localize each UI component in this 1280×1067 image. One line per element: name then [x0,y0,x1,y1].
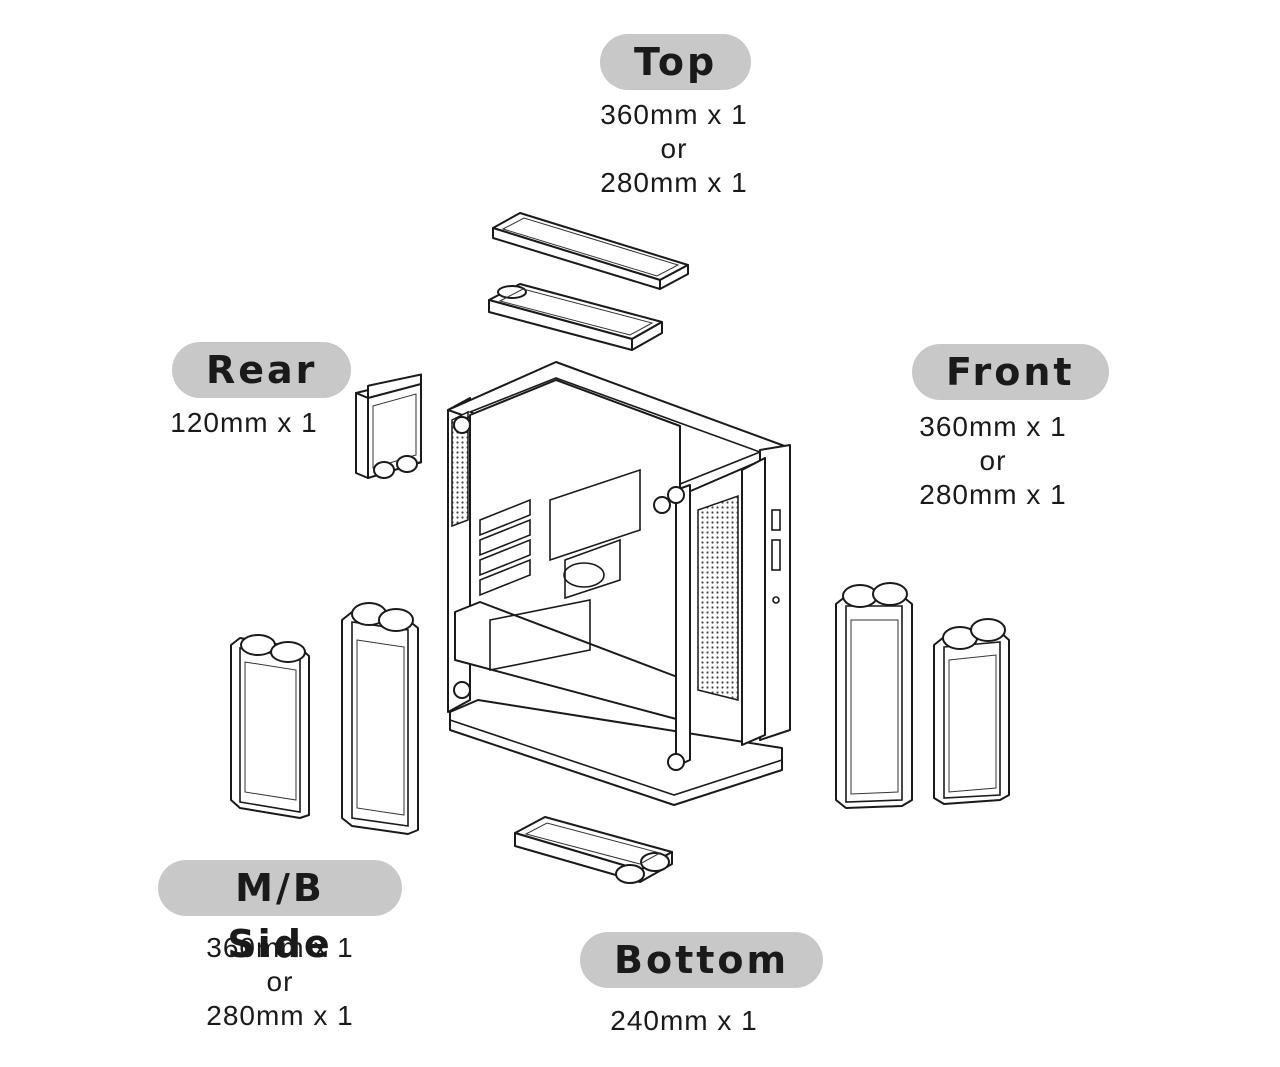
bottom-label: Bottom [580,932,824,988]
bottom-title: Bottom [580,932,824,988]
top-spec-line: 280mm x 1 [600,167,748,198]
mbside-spec-line: 360mm x 1 [206,932,354,963]
mbside-spec-line: 280mm x 1 [206,1000,354,1031]
front-spec-line: or [979,445,1007,476]
front-radiator-360 [835,582,913,809]
top-spec: 360mm x 1 or 280mm x 1 [574,98,774,200]
front-title: Front [912,344,1109,400]
bottom-spec-line: 240mm x 1 [610,1005,758,1036]
rear-title: Rear [172,342,352,398]
mbside-spec: 360mm x 1 or 280mm x 1 [180,931,380,1033]
front-label: Front [912,344,1109,400]
rear-label: Rear [172,342,352,398]
top-radiator-280 [488,283,663,351]
front-spec-line: 360mm x 1 [919,411,1067,442]
rear-radiator-120 [355,373,422,479]
top-radiator-360 [492,212,689,290]
bottom-spec: 240mm x 1 [584,1004,784,1038]
front-radiator-280 [933,618,1010,805]
mbside-title: M/B Side [158,860,402,966]
mbside-radiator-360 [341,602,419,835]
mbside-radiator-280 [230,634,310,819]
mbside-label: M/B Side [158,860,402,966]
pci-slots [479,498,531,597]
front-spec: 360mm x 1 or 280mm x 1 [893,410,1093,512]
rear-spec-line: 120mm x 1 [170,407,318,438]
top-spec-line: 360mm x 1 [600,99,748,130]
top-label: Top [600,34,752,90]
front-spec-line: 280mm x 1 [919,479,1067,510]
pc-case-chassis [447,361,791,806]
bottom-radiator-240 [514,816,673,884]
top-spec-line: or [660,133,688,164]
rear-spec: 120mm x 1 [144,406,344,440]
mbside-spec-line: or [266,966,294,997]
top-title: Top [600,34,752,90]
